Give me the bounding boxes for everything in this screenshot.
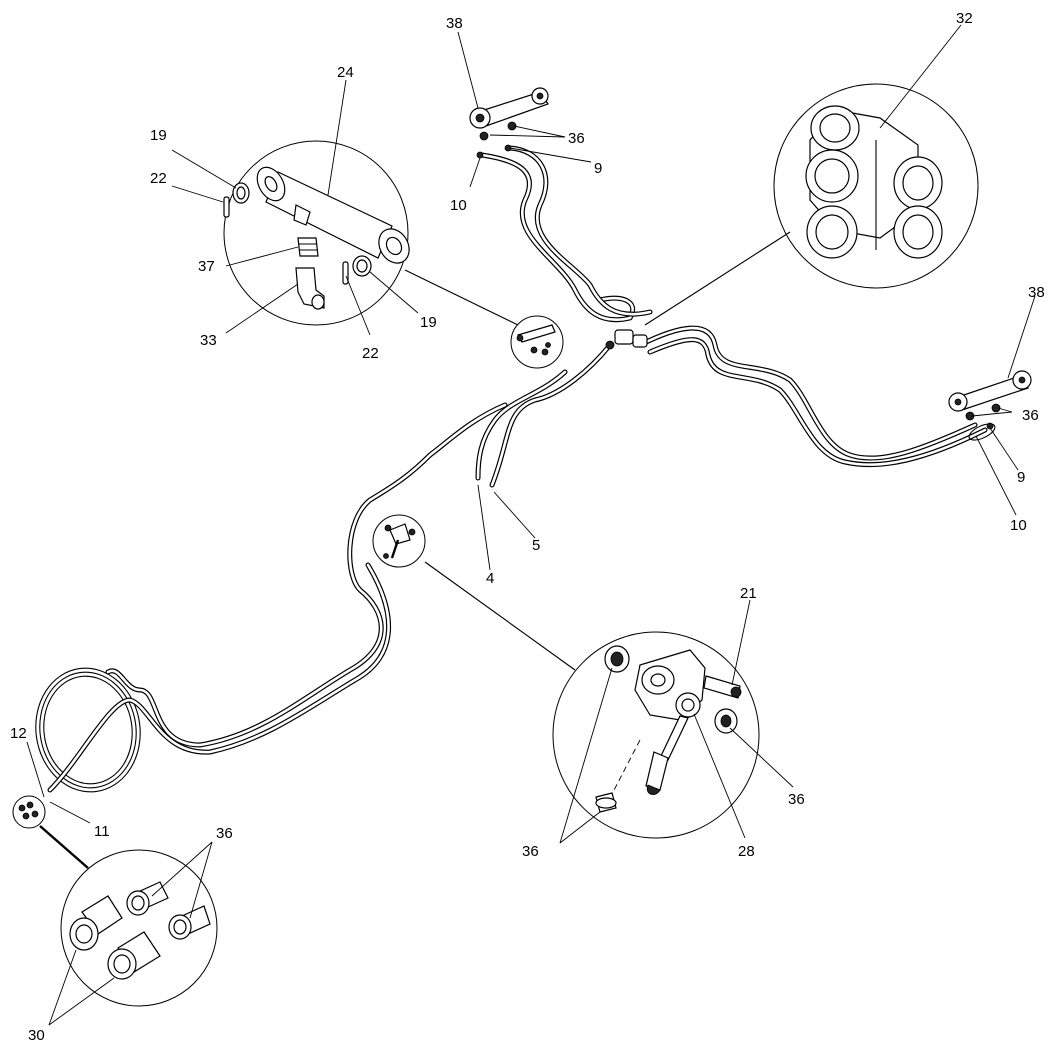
callout-36-right: 36 [1022,407,1039,424]
coupler-lower-left [107,931,161,980]
center-tee-fitting [605,329,648,350]
callout-38-right: 38 [1028,284,1045,301]
detail-circle-cylinder-24 [223,140,519,326]
callout-9-right: 9 [1017,469,1025,486]
callout-32: 32 [956,10,973,27]
callout-12: 12 [10,725,27,742]
right-hydraulic-cylinder [948,370,1032,430]
callout-22-right: 22 [362,345,379,362]
callout-labels: 38 36 9 10 24 19 22 37 33 22 19 32 38 36… [10,10,1045,1044]
small-detail-circle-valve [372,514,426,568]
callout-4: 4 [486,570,494,587]
callout-36-top: 36 [568,130,585,147]
callout-36-valve-left: 36 [522,843,539,860]
small-detail-circle-couplers [12,795,46,829]
callout-10-top: 10 [450,197,467,214]
callout-19-left: 19 [150,127,167,144]
callout-36-valve-right: 36 [788,791,805,808]
hydraulic-hose-lines [35,145,996,793]
callout-28: 28 [738,843,755,860]
callout-33: 33 [200,332,217,349]
nipple-right [168,905,211,940]
callout-19-right: 19 [420,314,437,331]
callout-24: 24 [337,64,354,81]
small-detail-circle-cylinder [510,315,564,369]
top-hydraulic-cylinder [469,87,549,159]
callout-30: 30 [28,1027,45,1044]
coupler-upper-left [69,895,123,951]
callout-38-top: 38 [446,15,463,32]
detail-circle-control-valve [424,561,760,839]
detail-circle-cross-fitting-32 [644,83,979,326]
callout-5: 5 [532,537,540,554]
callout-11: 11 [94,823,110,840]
callout-10-right: 10 [1010,517,1027,534]
callout-21: 21 [740,585,757,602]
callout-37: 37 [198,258,215,275]
coiled-hose [35,667,141,793]
callout-36-couplers: 36 [216,825,233,842]
callout-9-top: 9 [594,160,602,177]
callout-22-left: 22 [150,170,167,187]
leader-lines [26,24,1036,1026]
